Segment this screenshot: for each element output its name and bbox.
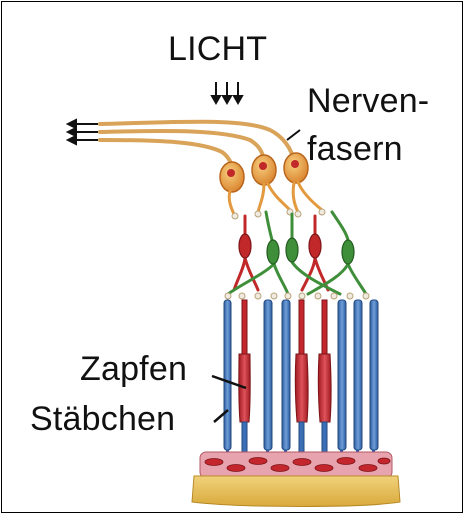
cone	[239, 300, 251, 454]
rod	[354, 300, 362, 458]
label-nerve-fibers-line2: fasern	[307, 132, 403, 166]
cone	[318, 300, 331, 454]
rod	[282, 300, 290, 458]
nerve-pointer-line	[287, 130, 300, 140]
cone	[295, 300, 308, 454]
choroid-layer	[192, 476, 400, 507]
rod	[370, 300, 378, 458]
pigment-epithelium	[200, 452, 392, 478]
rod	[264, 300, 272, 458]
light-arrows-icon	[212, 82, 242, 103]
label-nerve-fibers-line1: Nerven-	[307, 84, 429, 118]
rod	[338, 300, 346, 458]
label-light: LICHT	[168, 32, 267, 66]
label-cones: Zapfen	[80, 352, 187, 386]
signal-arrows-icon	[68, 120, 98, 144]
rod	[224, 300, 231, 458]
label-rods: Stäbchen	[30, 402, 175, 436]
